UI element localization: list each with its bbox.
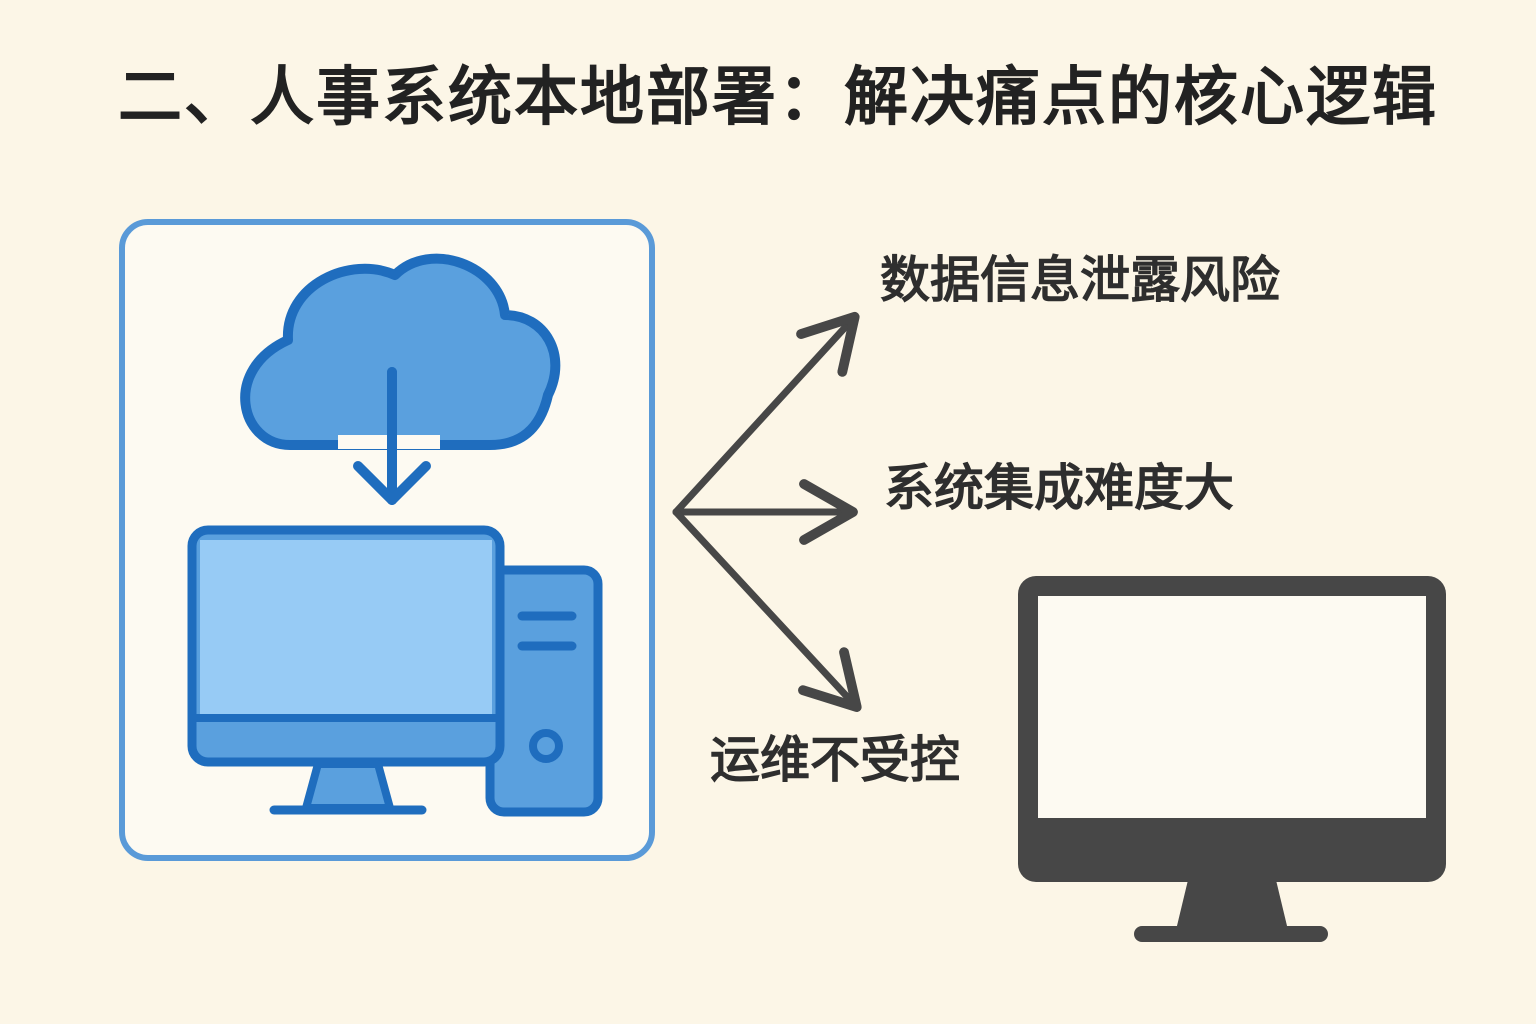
pc-tower [485,565,603,817]
pain-point-operations: 运维不受控 [710,731,960,789]
pain-point-data-leak: 数据信息泄露风险 [880,251,1280,309]
page-title: 二、人事系统本地部署：解决痛点的核心逻辑 [118,61,1438,135]
pain-point-integration: 系统集成难度大 [884,459,1234,517]
desktop-computer-icon [187,525,603,817]
cloud-download-icon [240,253,561,505]
arrow-to-operations [672,508,862,713]
arrow-to-data-leak [672,311,860,516]
arrow-group [672,311,862,713]
monitor-icon [1018,576,1446,942]
